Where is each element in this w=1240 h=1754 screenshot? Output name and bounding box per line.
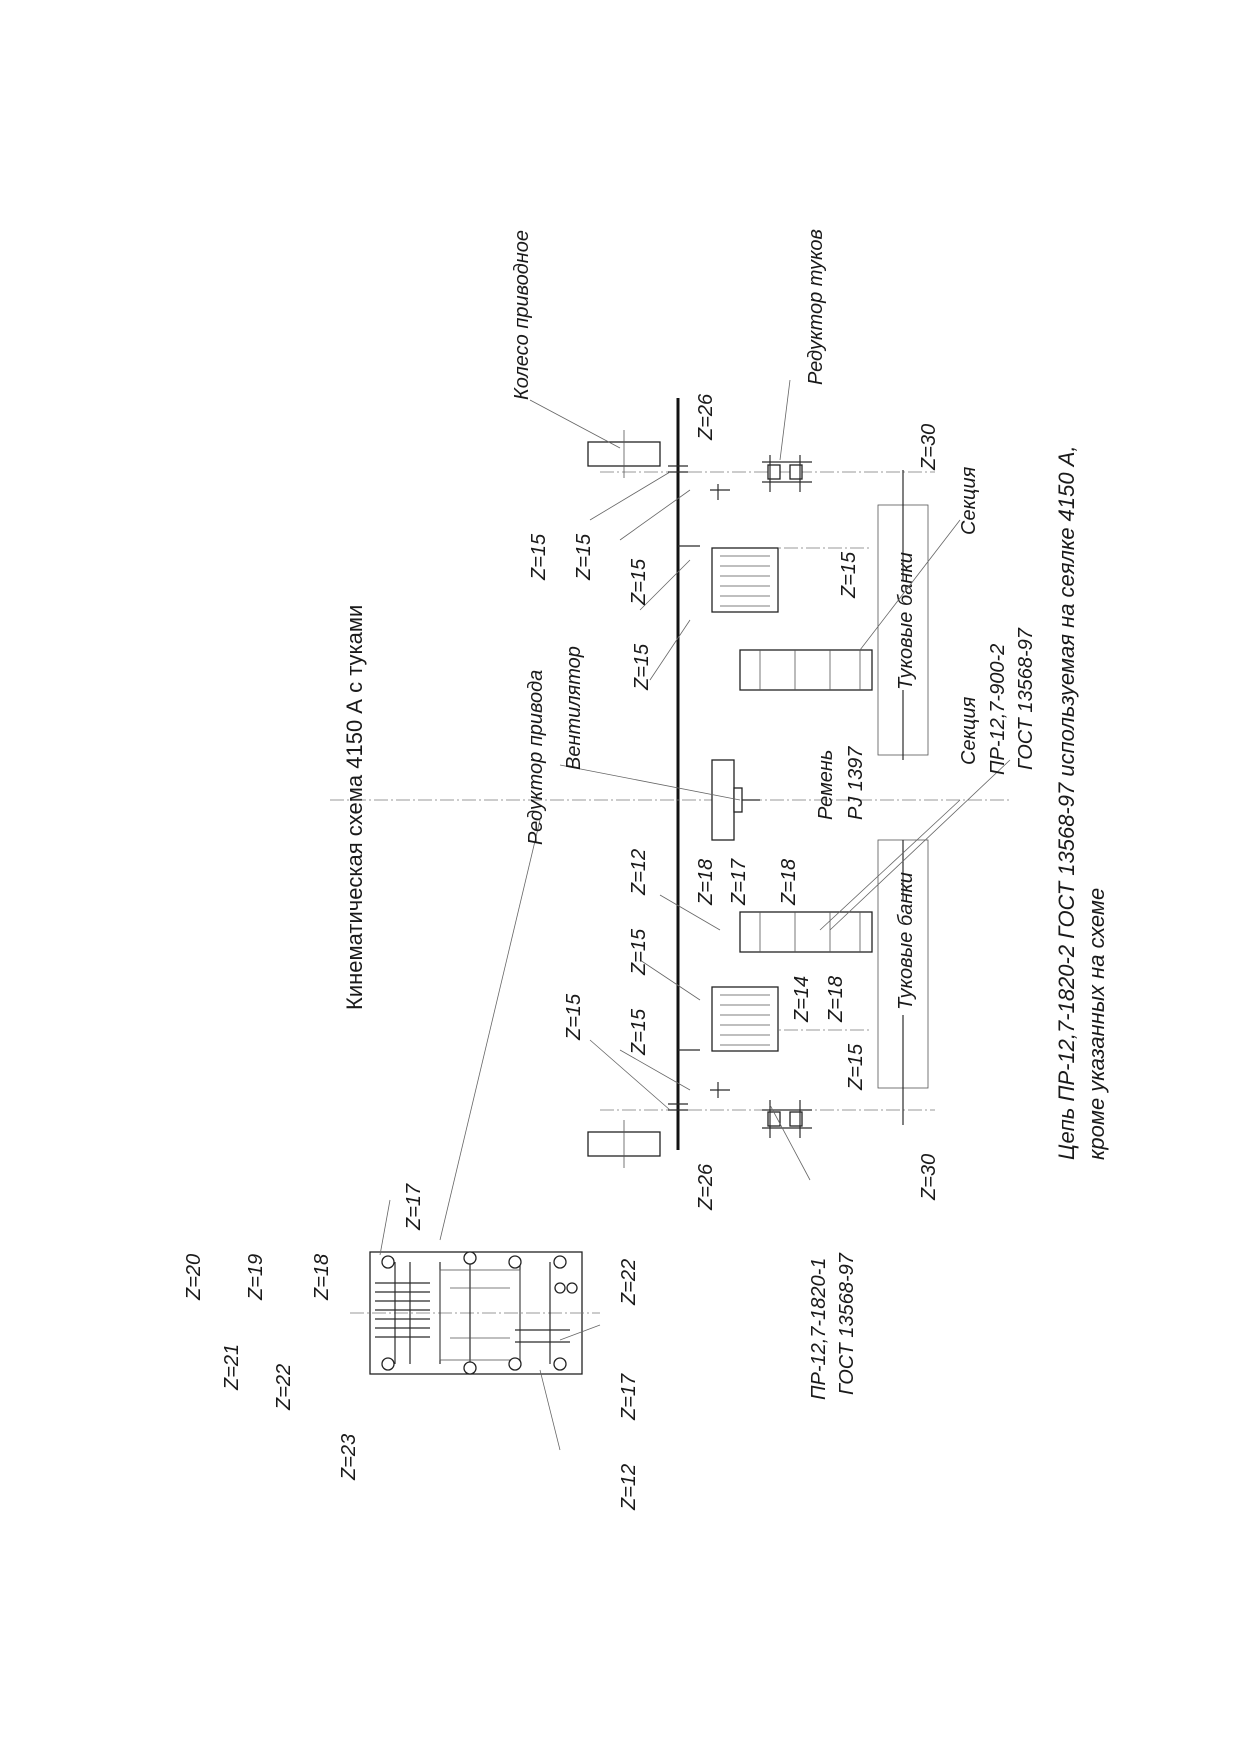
fert-reducer-upper	[762, 455, 812, 492]
tank-label-lower: Туковые банки	[895, 872, 917, 1010]
tank-box-upper	[739, 649, 873, 691]
section-box-upper	[711, 547, 779, 613]
label-fan: Вентилятор	[563, 646, 585, 770]
tooth-z18-left: Z=18	[311, 1254, 333, 1301]
tooth-z22-left: Z=22	[273, 1364, 295, 1411]
diagram-title: Кинематическая схема 4150 А с туками	[342, 605, 367, 1010]
label-belt-spec: PJ 1397	[845, 746, 867, 820]
section-box-lower	[711, 986, 779, 1052]
tooth-z18-2: Z=18	[778, 859, 800, 906]
leader-lines	[379, 379, 1011, 1451]
tooth-z15-2: Z=15	[573, 533, 595, 581]
label-section-lower: Секция	[958, 696, 980, 765]
label-chain-left: ПР-12,7-1820-1	[808, 1258, 830, 1400]
note-line-2: кроме указанных на схеме	[1084, 888, 1109, 1160]
tooth-z20: Z=20	[183, 1254, 205, 1301]
tank-label-upper: Туковые банки	[895, 552, 917, 690]
drive-shafts	[330, 398, 1010, 1150]
note-line-1: Цепь ПР-12,7-1820-2 ГОСТ 13568-97 исполь…	[1054, 445, 1079, 1160]
fert-reducer-lower	[762, 1100, 812, 1138]
tooth-z18-3: Z=18	[825, 976, 847, 1023]
tooth-z19: Z=19	[245, 1254, 267, 1301]
sprockets-upper	[668, 465, 730, 547]
label-section-upper: Секция	[958, 466, 980, 535]
left-gearbox	[350, 1251, 600, 1375]
tooth-z17-right: Z=17	[618, 1373, 640, 1421]
tooth-z15-7: Z=15	[563, 993, 585, 1041]
tooth-z17: Z=17	[728, 858, 750, 906]
tank-box-lower	[739, 911, 873, 953]
tooth-z15-4: Z=15	[838, 551, 860, 599]
tooth-z26-upper: Z=26	[695, 393, 717, 441]
fan	[711, 759, 760, 841]
tooth-z30-lower: Z=30	[918, 1154, 940, 1201]
tooth-z17-left: Z=17	[403, 1183, 425, 1231]
label-drive-wheel: Колесо приводное	[511, 230, 533, 400]
sprockets-lower	[668, 1049, 730, 1111]
tooth-z15-6: Z=15	[628, 928, 650, 976]
label-drive-reducer: Редуктор привода	[525, 670, 547, 845]
tooth-z18-1: Z=18	[695, 859, 717, 906]
label-fert-reducer: Редуктор туков	[805, 229, 827, 385]
tooth-z26-lower: Z=26	[695, 1163, 717, 1211]
label-belt: Ремень	[815, 750, 837, 820]
tooth-labels: Z=26 Z=15 Z=15 Z=15 Z=15 Z=15 Z=30 Z=12 …	[183, 393, 940, 1511]
label-gost-left: ГОСТ 13568-97	[836, 1252, 858, 1395]
tooth-z12-right: Z=12	[618, 1464, 640, 1511]
label-gost-main: ГОСТ 13568-97	[1015, 627, 1037, 770]
tooth-z14: Z=14	[791, 976, 813, 1023]
tooth-z15-8: Z=15	[628, 1008, 650, 1056]
tooth-z22-right: Z=22	[618, 1259, 640, 1306]
tooth-z23: Z=23	[338, 1434, 360, 1481]
tooth-z15-1: Z=15	[528, 533, 550, 581]
tooth-z15-5: Z=15	[631, 643, 653, 691]
tooth-z12: Z=12	[628, 849, 650, 896]
tooth-z15-3: Z=15	[628, 558, 650, 606]
tooth-z21: Z=21	[221, 1344, 243, 1391]
tooth-z15-9: Z=15	[845, 1043, 867, 1091]
tooth-z30-upper: Z=30	[918, 424, 940, 471]
label-chain-main: ПР-12,7-900-2	[987, 644, 1009, 775]
